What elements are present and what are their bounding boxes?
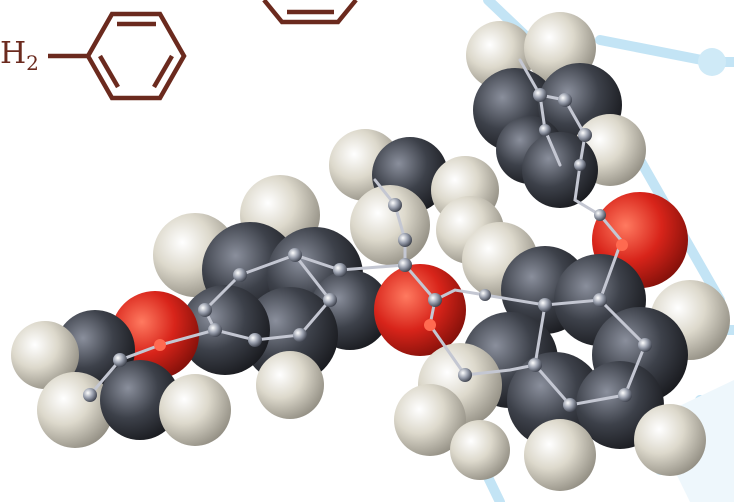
formula-h: H — [0, 36, 27, 71]
formula-subscript: 2 — [26, 51, 39, 75]
oxygen-highlights — [154, 239, 628, 351]
stick-atoms — [83, 88, 652, 412]
formula-group: H2 — [0, 36, 39, 75]
right-phenyl — [374, 222, 730, 491]
